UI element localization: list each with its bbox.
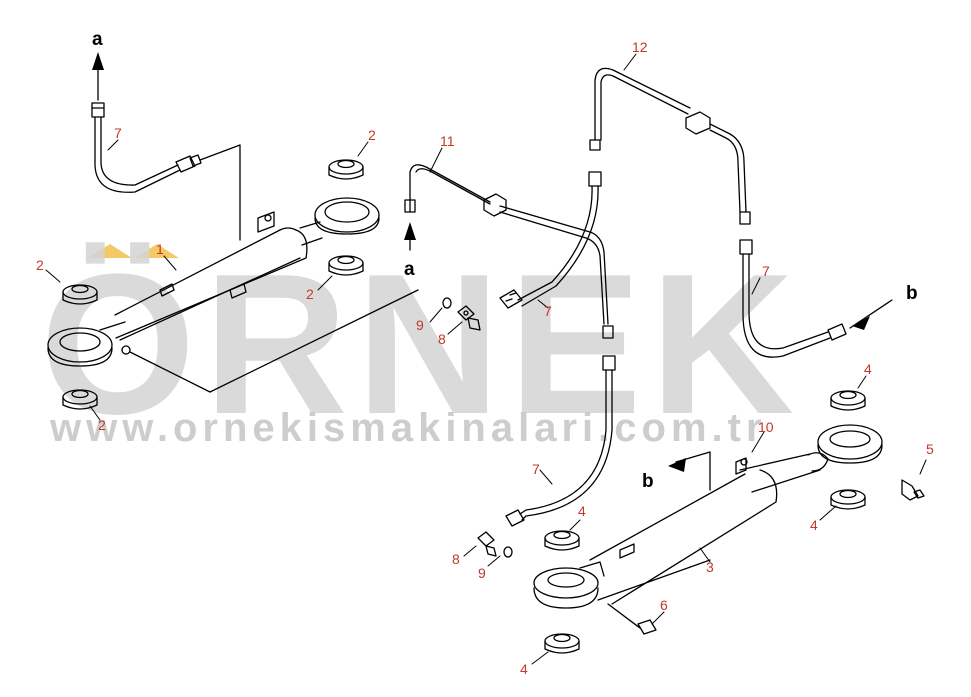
hose-7-lower <box>505 355 711 527</box>
callout-5: 5 <box>926 441 934 457</box>
seal-9-top <box>442 297 452 309</box>
letter-a-top: a <box>92 29 103 50</box>
seal-9-lower <box>503 546 513 558</box>
callout-7: 7 <box>114 125 122 141</box>
bolt-6 <box>607 603 657 635</box>
callout-4: 4 <box>810 517 818 533</box>
letter-a-middle: a <box>404 259 415 280</box>
cylinder-3 <box>533 424 883 609</box>
bushing-4-b <box>830 489 866 510</box>
callout-7: 7 <box>532 461 540 477</box>
callout-9: 9 <box>478 565 486 581</box>
bushing-4-c <box>544 530 580 551</box>
callout-7: 7 <box>544 303 552 319</box>
callout-2: 2 <box>368 127 376 143</box>
pipe-12 <box>589 67 751 225</box>
callout-4: 4 <box>864 361 872 377</box>
hose-7-top-left <box>91 54 241 241</box>
bushing-2-d <box>62 389 98 410</box>
arrow-a-middle <box>404 222 416 240</box>
grease-nipple-5 <box>901 479 925 501</box>
callout-1: 1 <box>156 241 164 257</box>
callout-7: 7 <box>762 263 770 279</box>
hose-7-right-upper <box>739 239 893 358</box>
elbow-fitting-8-lower <box>477 531 497 557</box>
watermark-accent-right <box>135 244 179 258</box>
callout-8: 8 <box>438 331 446 347</box>
watermark-url: www.ornekismakinalari.com.tr <box>50 406 767 450</box>
elbow-fitting-8-top <box>457 305 481 331</box>
arrow-b-left <box>668 458 686 472</box>
callout-6: 6 <box>660 597 668 613</box>
arrow-b-right <box>852 316 870 330</box>
letter-b-left: b <box>642 471 654 492</box>
callout-4: 4 <box>578 503 586 519</box>
callout-11: 11 <box>440 133 455 149</box>
callout-2: 2 <box>98 417 106 433</box>
arrow-a-top <box>92 52 104 70</box>
bushing-4-d <box>544 633 580 654</box>
bushing-2-c <box>62 284 98 305</box>
callout-10: 10 <box>758 419 774 435</box>
watermark-accent-left <box>88 244 132 258</box>
callout-2: 2 <box>306 286 314 302</box>
watermark-brand: ÖRNEK <box>40 233 803 456</box>
bushing-2-a <box>328 159 364 180</box>
bushing-2-b <box>328 255 364 276</box>
callout-8: 8 <box>452 551 460 567</box>
bushing-4-a <box>830 390 866 411</box>
callout-9: 9 <box>416 317 424 333</box>
callout-3: 3 <box>706 559 714 575</box>
cylinder-1 <box>47 197 419 393</box>
letter-b-right: b <box>906 283 918 304</box>
callout-2: 2 <box>36 257 44 273</box>
callout-4: 4 <box>520 661 528 677</box>
callout-12: 12 <box>632 39 648 55</box>
hose-7-middle-upper <box>499 171 602 309</box>
